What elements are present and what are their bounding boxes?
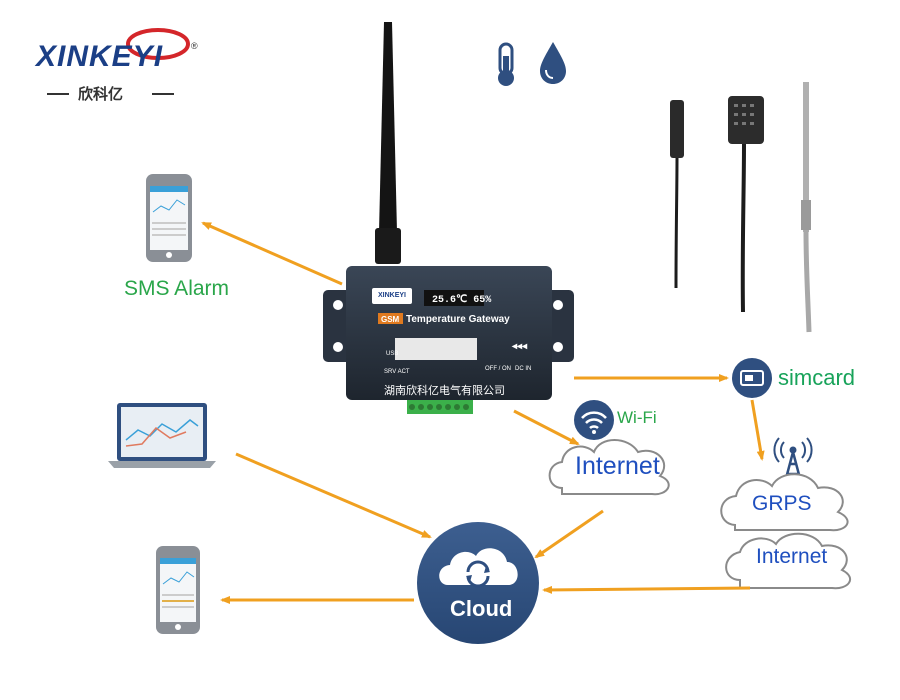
sim-card-icon (732, 358, 772, 398)
device-manufacturer: 湖南欣科亿电气有限公司 (384, 384, 505, 397)
arrow-internet-to-cloud (534, 509, 604, 559)
laptop-icon (108, 403, 216, 468)
cloud-label: Cloud (450, 596, 513, 621)
cloud-server (417, 522, 539, 644)
grps-label: GRPS (752, 492, 812, 515)
registered-mark: ® (191, 41, 198, 51)
water-drop-icon (540, 42, 566, 84)
internet-cloud (725, 532, 852, 590)
temperature-probe-cable (670, 100, 684, 289)
device-usb-label: USB (386, 351, 399, 357)
arrow-gateway-to-sms (201, 221, 343, 286)
brand-divider-right (152, 93, 174, 95)
logo-swoosh (126, 28, 190, 60)
humidity-sensor-probe (728, 96, 764, 313)
brand-divider-left (47, 93, 69, 95)
internet-cloud (548, 439, 670, 496)
brand-chinese-name: 欣科亿 (78, 85, 124, 103)
thermometer-icon (498, 42, 514, 86)
device-dc-label: DC IN (515, 366, 532, 372)
device-power-label: OFF / ON (485, 366, 511, 372)
cell-tower-icon (773, 437, 813, 487)
arrow-gateway-to-wifi (513, 409, 580, 446)
steel-rod-probe (801, 82, 812, 333)
sms-alarm-label: SMS Alarm (124, 277, 230, 300)
phone-icon (146, 174, 192, 262)
internet-label: Internet (756, 545, 828, 568)
phone-icon (156, 546, 200, 634)
arrow-grps-internet-to-cloud (542, 585, 751, 594)
antenna-icon (375, 22, 401, 264)
device-logo: XINKEYI (378, 292, 407, 299)
device-led-label: SRV ACT (384, 369, 410, 375)
sync-icon (466, 560, 490, 588)
simcard-label: simcard (778, 365, 856, 390)
svg-text:◂◂◂: ◂◂◂ (511, 341, 528, 352)
arrow-simcard-to-grps (750, 399, 765, 461)
device-display-reading: 25.6℃ 65% (432, 295, 492, 306)
arrow-laptop-to-cloud (235, 452, 432, 539)
wifi-icon (574, 400, 614, 440)
brand-wordmark: XINKEYI (36, 40, 164, 73)
device-module-tag: GSM (381, 315, 400, 324)
grps-cloud (720, 473, 849, 532)
wifi-label: Wi-Fi (617, 408, 657, 427)
gateway-device: ◂◂◂ (323, 266, 574, 414)
internet-label: Internet (575, 452, 660, 480)
device-title: Temperature Gateway (406, 314, 510, 325)
